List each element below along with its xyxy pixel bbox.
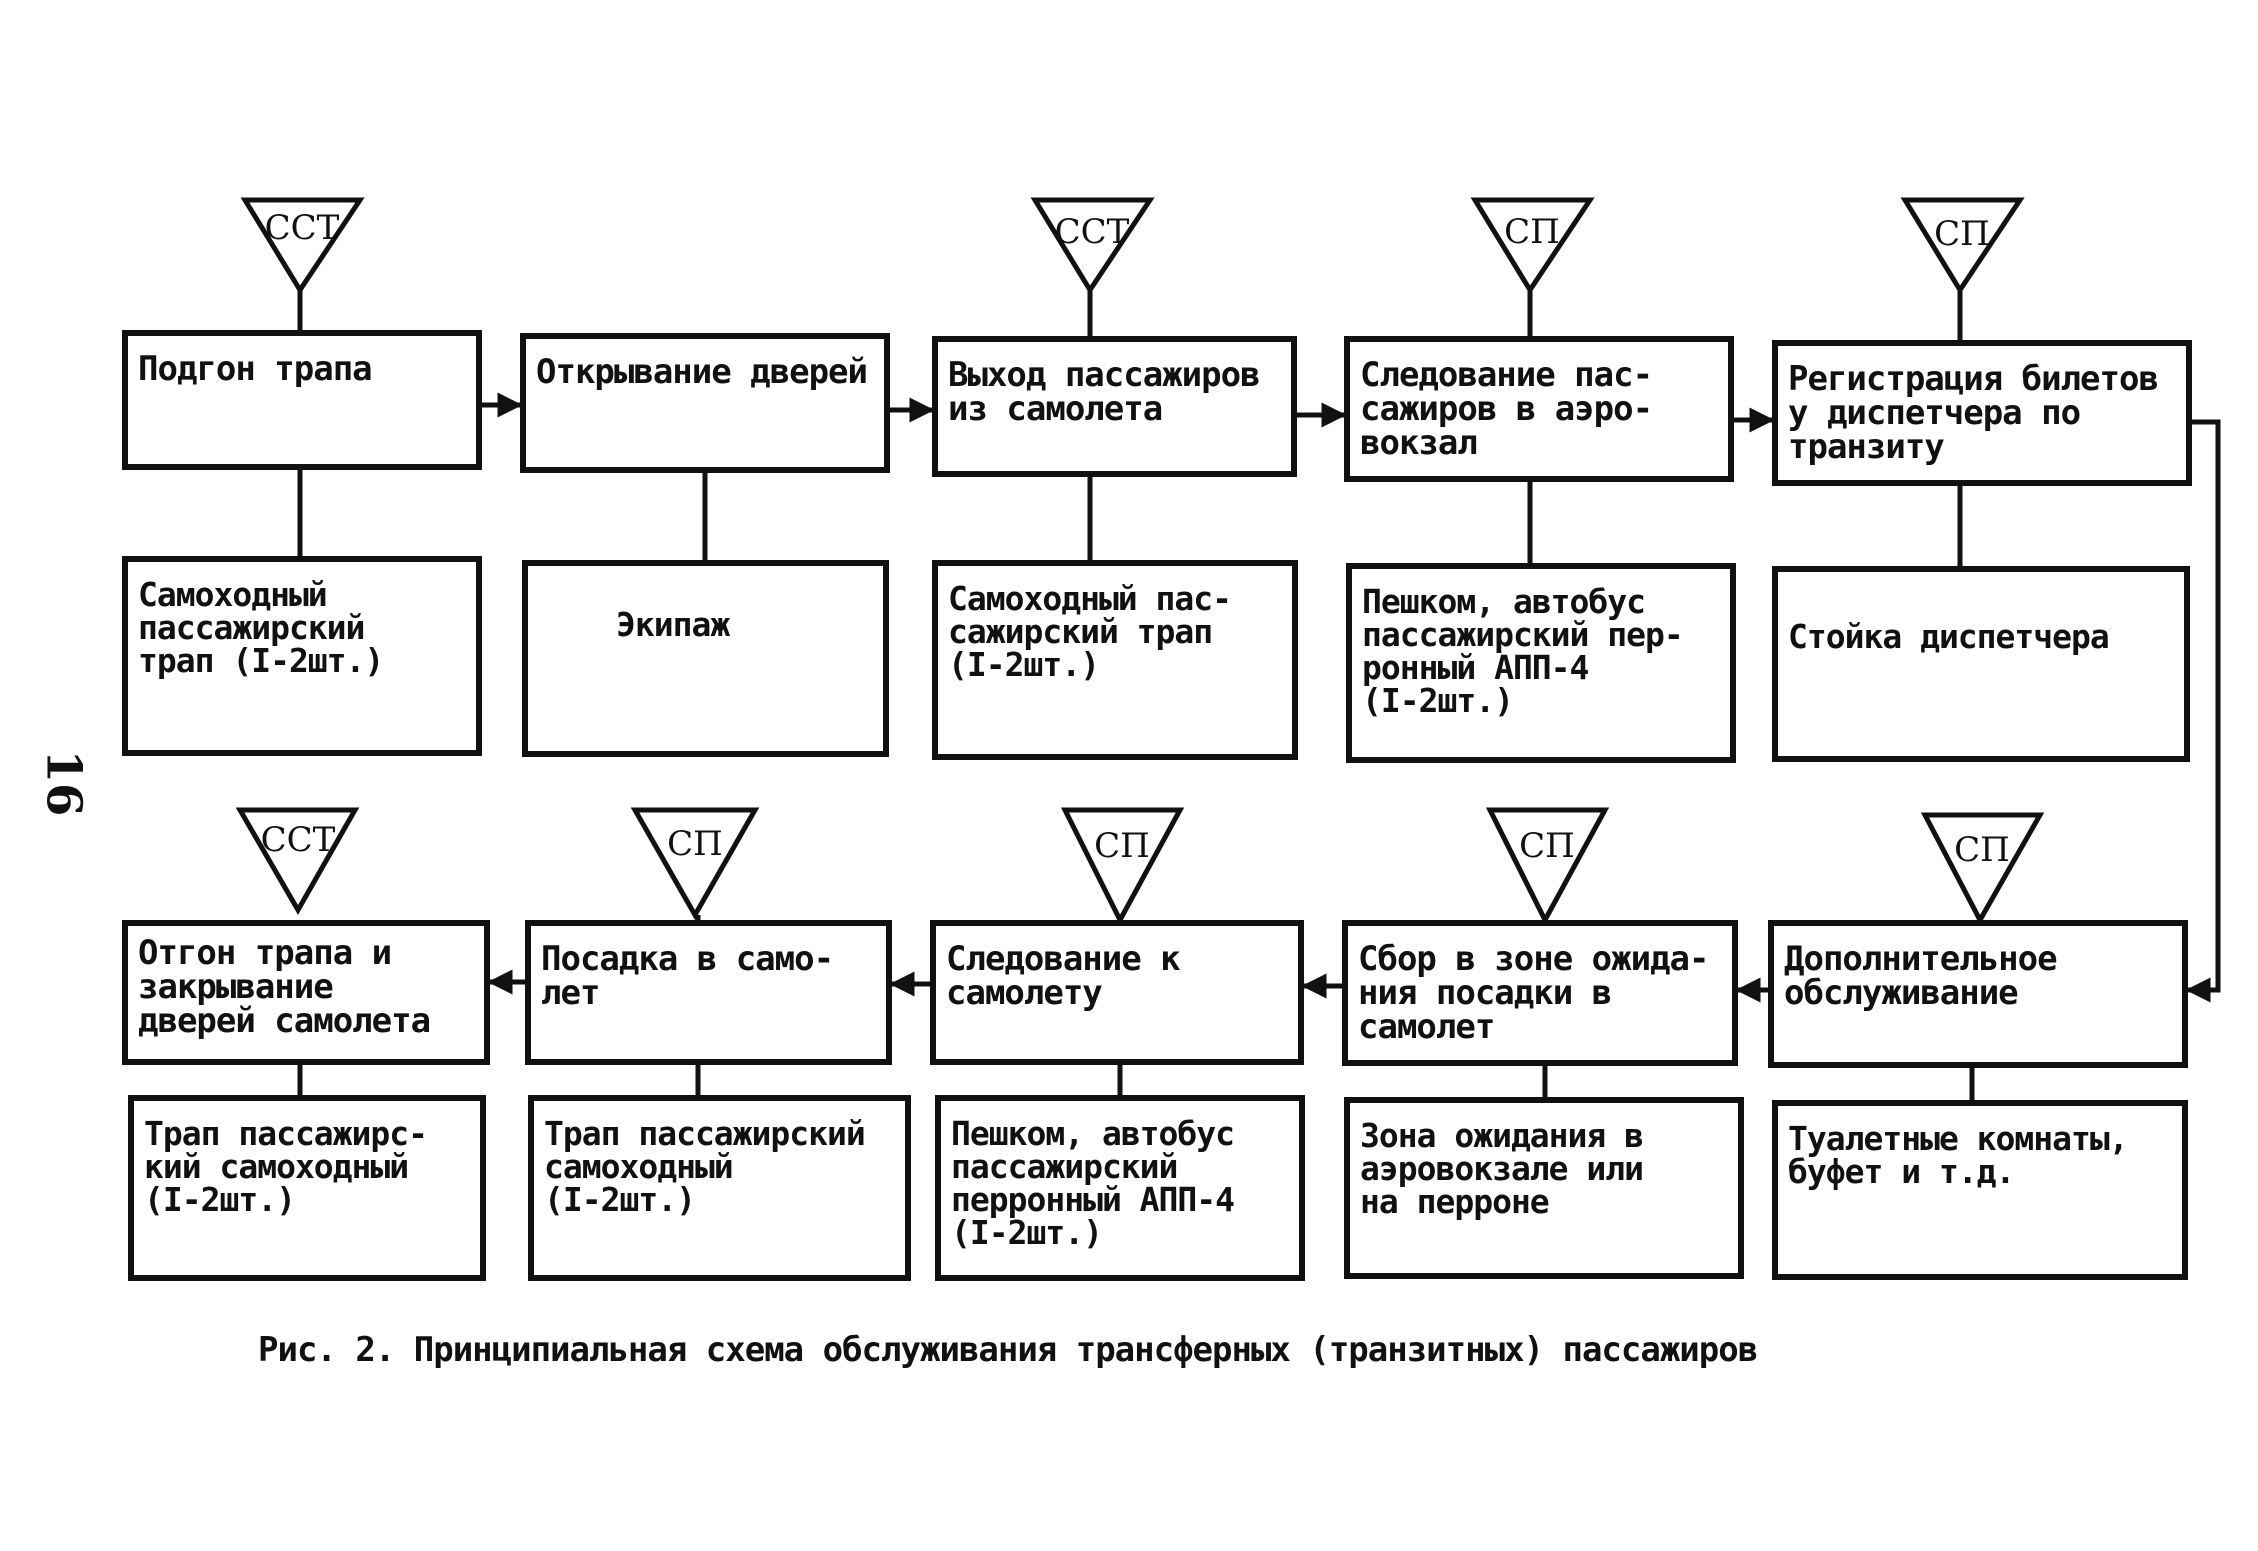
step-box-4: Следование пас- сажиров в аэро- вокзал [1344,336,1734,482]
step-box-6: Дополнительное обслуживание [1768,920,2188,1068]
resource-box-8: Пешком, автобус пассажирский перронный А… [935,1095,1305,1281]
resource-box-10: Трап пассажирс- кий самоходный (I-2шт.) [128,1095,486,1281]
resource-box-2: Экипаж [522,560,889,757]
figure-caption: Рис. 2. Принципиальная схема обслуживани… [258,1330,1758,1370]
triangle-label-6: СП [667,824,723,864]
triangle-9 [1920,812,2045,926]
triangle-4 [1900,197,2025,295]
resource-box-6: Туалетные комнаты, буфет и т.д. [1772,1100,2188,1280]
triangle-label-8: СП [1519,826,1575,866]
triangle-label-7: СП [1094,826,1150,866]
page-number: 16 [35,749,92,817]
step-box-2: Открывание дверей [520,333,890,473]
triangle-5 [235,807,360,916]
resource-box-9: Трап пассажирский самоходный (I-2шт.) [528,1095,911,1281]
triangle-1 [240,197,365,295]
step-box-10: Отгон трапа и закрывание дверей самолета [122,920,490,1065]
resource-box-3: Самоходный пас- сажирский трап (I-2шт.) [932,560,1298,760]
resource-box-5: Стойка диспетчера [1772,566,2190,762]
triangle-label-5: ССТ [260,820,336,860]
triangle-7 [1060,807,1185,926]
triangle-label-2: ССТ [1054,212,1130,252]
triangle-8 [1485,807,1610,926]
triangle-2 [1030,197,1155,295]
triangle-label-1: ССТ [264,208,340,248]
step-box-5: Регистрация билетов у диспетчера по тран… [1772,340,2192,486]
step-box-7: Сбор в зоне ожида- ния посадки в самолет [1342,920,1738,1066]
triangle-6 [630,807,760,921]
triangle-label-3: СП [1504,212,1560,252]
triangle-3 [1470,197,1595,295]
step-box-1: Подгон трапа [122,330,482,470]
step-box-9: Посадка в само- лет [525,920,892,1065]
triangle-label-4: СП [1934,214,1990,254]
step-box-8: Следование к самолету [930,920,1304,1065]
resource-box-1: Самоходный пассажирский трап (I-2шт.) [122,556,482,756]
step-box-3: Выход пассажиров из самолета [932,336,1297,477]
resource-box-4: Пешком, автобус пассажирский пер- ронный… [1346,563,1736,763]
resource-box-7: Зона ожидания в аэровокзале или на перро… [1344,1097,1744,1279]
triangle-label-9: СП [1954,830,2010,870]
